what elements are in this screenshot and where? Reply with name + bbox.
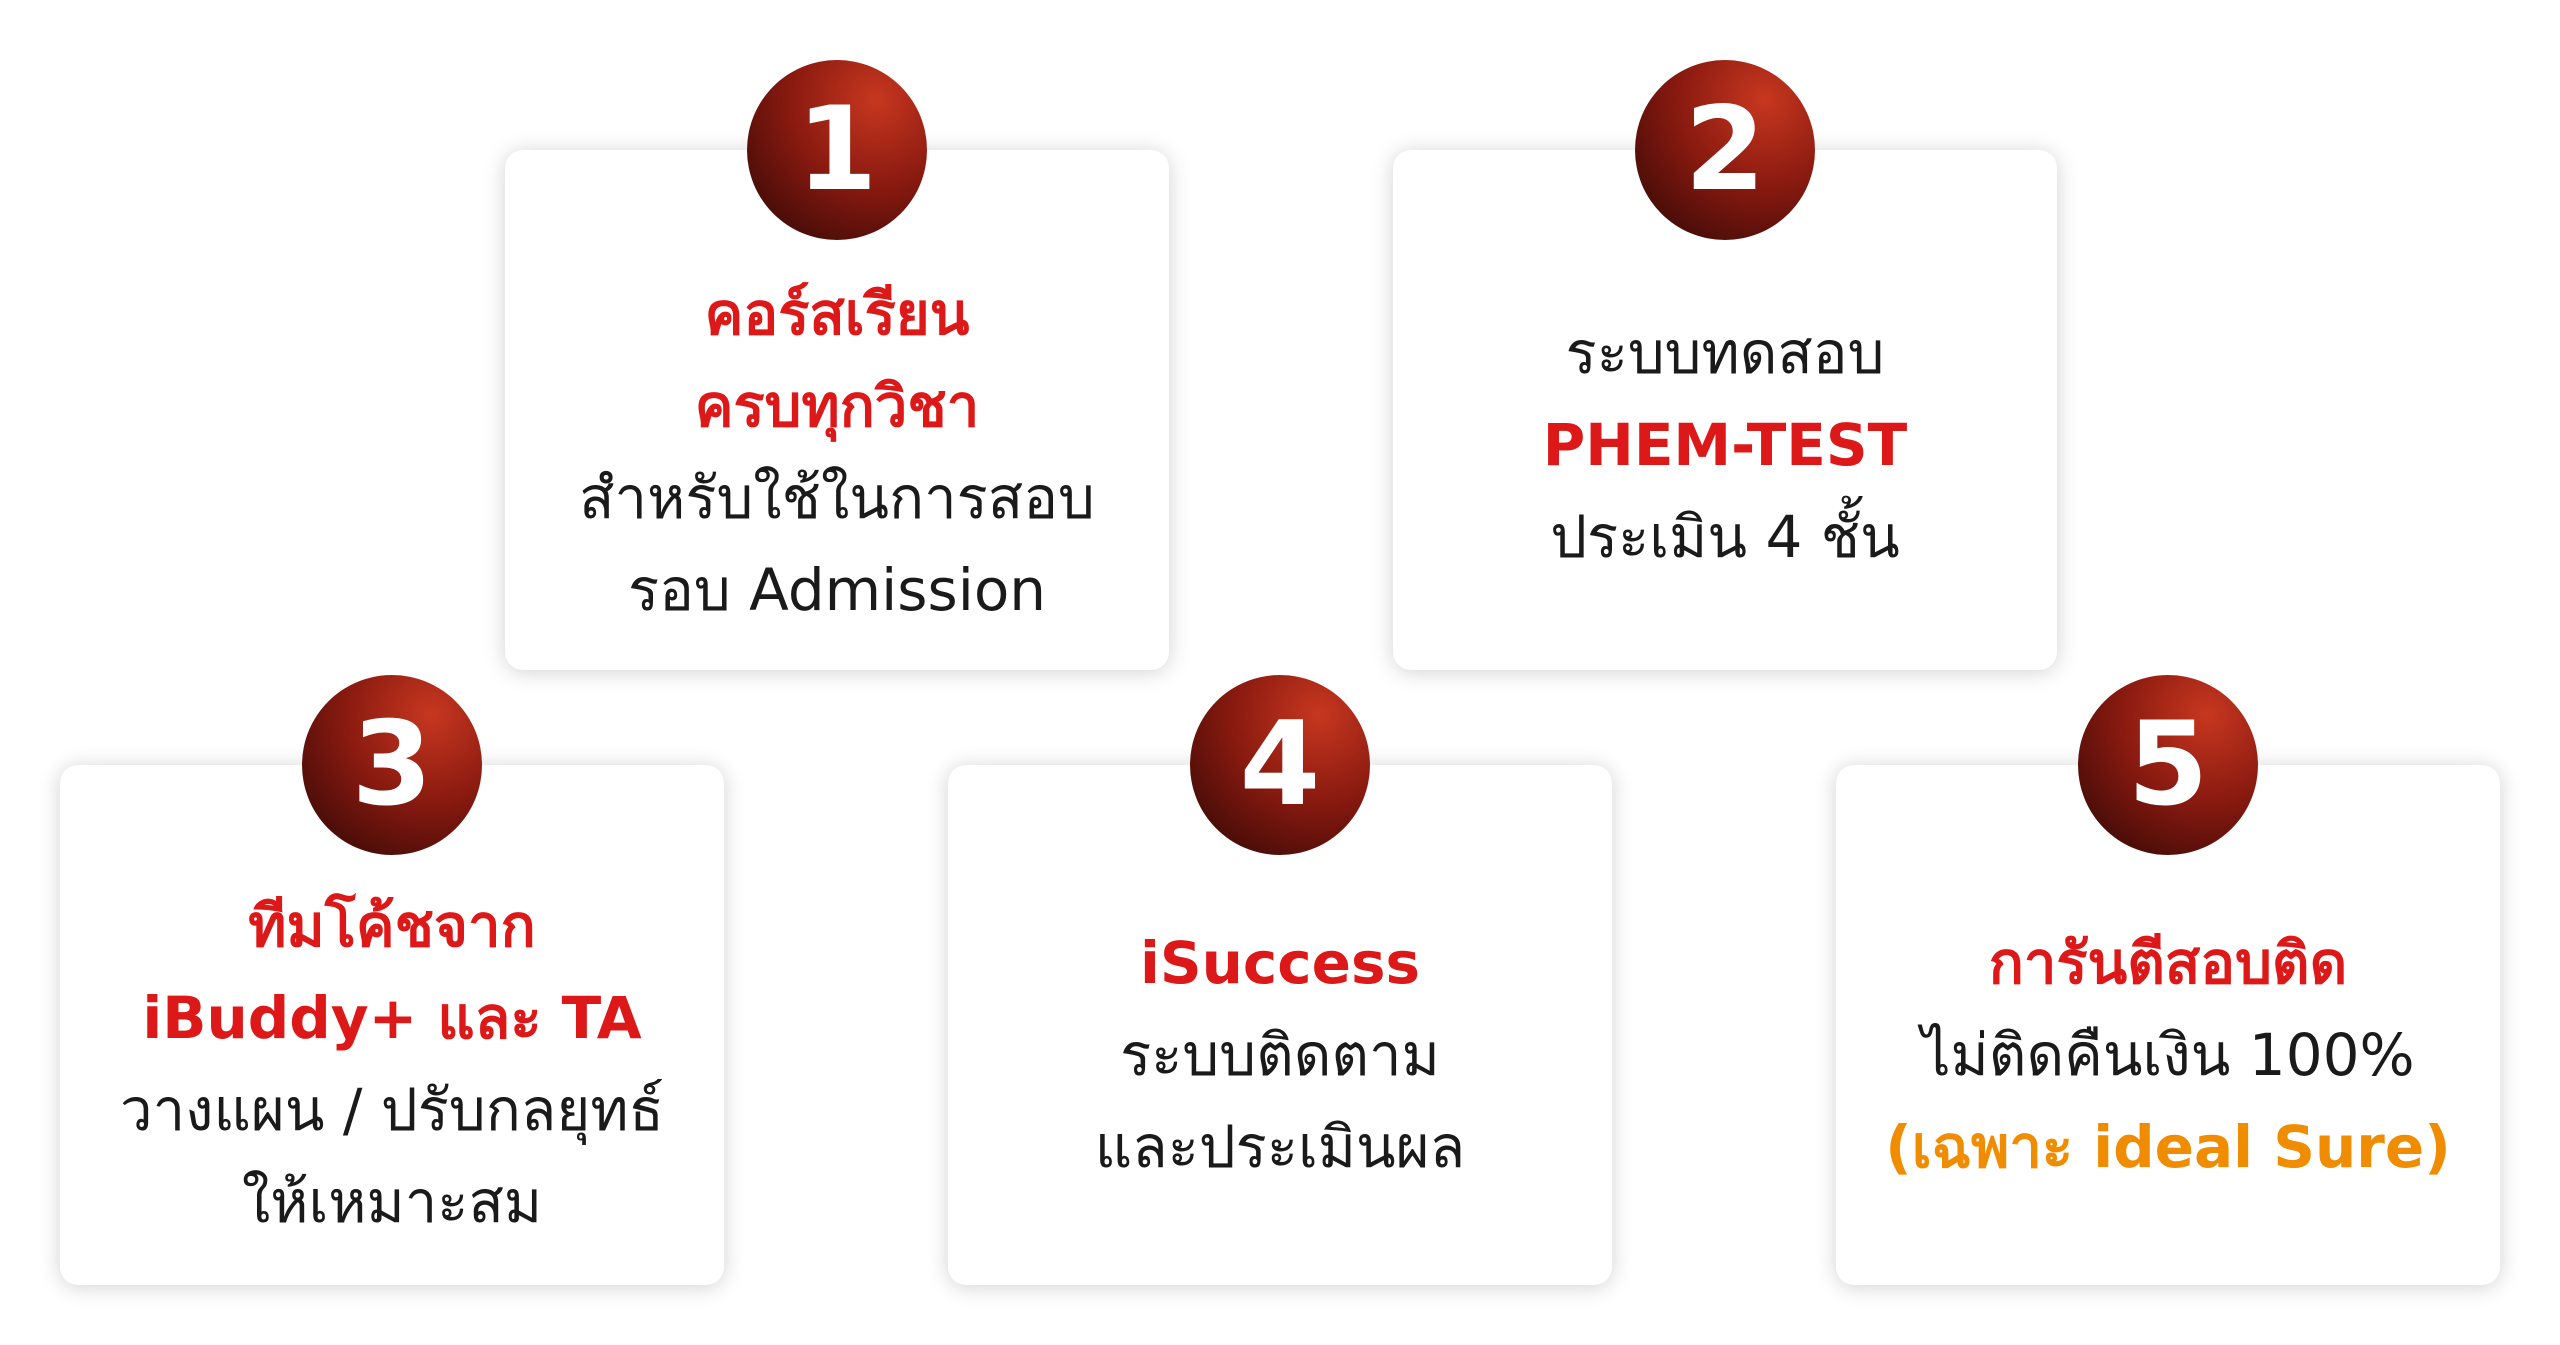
feature-description-line: สำหรับใช้ในการสอบ (579, 464, 1095, 532)
feature-title-line: iBuddy+ และ TA (142, 984, 642, 1052)
feature-card-3: 3 ทีมโค้ชจาก iBuddy+ และ TA วางแผน / ปรั… (60, 675, 724, 1285)
feature-description-line: ไม่ติดคืนเงิน 100% (1921, 1021, 2415, 1089)
feature-description-line: ให้เหมาะสม (241, 1168, 543, 1236)
step-number-badge: 1 (747, 60, 927, 240)
feature-title-line: iSuccess (1139, 929, 1421, 997)
step-number-badge: 3 (302, 675, 482, 855)
feature-text: ระบบทดสอบ PHEM-TEST ประเมิน 4 ชั้น (1393, 307, 2057, 583)
step-number-badge: 5 (2078, 675, 2258, 855)
feature-card-1: 1 คอร์สเรียน ครบทุกวิชา สำหรับใช้ในการสอ… (505, 60, 1169, 670)
feature-note-line: (เฉพาะ ideal Sure) (1885, 1113, 2451, 1181)
feature-text: ทีมโค้ชจาก iBuddy+ และ TA วางแผน / ปรับก… (60, 880, 724, 1248)
feature-card-2: 2 ระบบทดสอบ PHEM-TEST ประเมิน 4 ชั้น (1393, 60, 2057, 670)
feature-text: iSuccess ระบบติดตาม และประเมินผล (948, 917, 1612, 1193)
feature-description-line: รอบ Admission (627, 556, 1047, 624)
feature-card-5: 5 การันตีสอบติด ไม่ติดคืนเงิน 100% (เฉพา… (1836, 675, 2500, 1285)
step-number-badge: 2 (1635, 60, 1815, 240)
feature-title-line: การันตีสอบติด (1988, 929, 2348, 997)
feature-text: การันตีสอบติด ไม่ติดคืนเงิน 100% (เฉพาะ … (1836, 917, 2500, 1193)
feature-title-line: คอร์สเรียน (704, 280, 970, 348)
feature-title-line: PHEM-TEST (1542, 411, 1908, 479)
feature-card-4: 4 iSuccess ระบบติดตาม และประเมินผล (948, 675, 1612, 1285)
feature-title-line: ทีมโค้ชจาก (248, 892, 536, 960)
feature-text: คอร์สเรียน ครบทุกวิชา สำหรับใช้ในการสอบ … (505, 268, 1169, 636)
feature-description-line: ระบบทดสอบ (1565, 319, 1885, 387)
step-number-badge: 4 (1190, 675, 1370, 855)
feature-description-line: ประเมิน 4 ชั้น (1550, 503, 1900, 571)
feature-description-line: และประเมินผล (1094, 1113, 1466, 1181)
feature-title-line: ครบทุกวิชา (694, 372, 980, 440)
feature-description-line: วางแผน / ปรับกลยุทธ์ (120, 1076, 664, 1144)
feature-description-line: ระบบติดตาม (1120, 1021, 1440, 1089)
